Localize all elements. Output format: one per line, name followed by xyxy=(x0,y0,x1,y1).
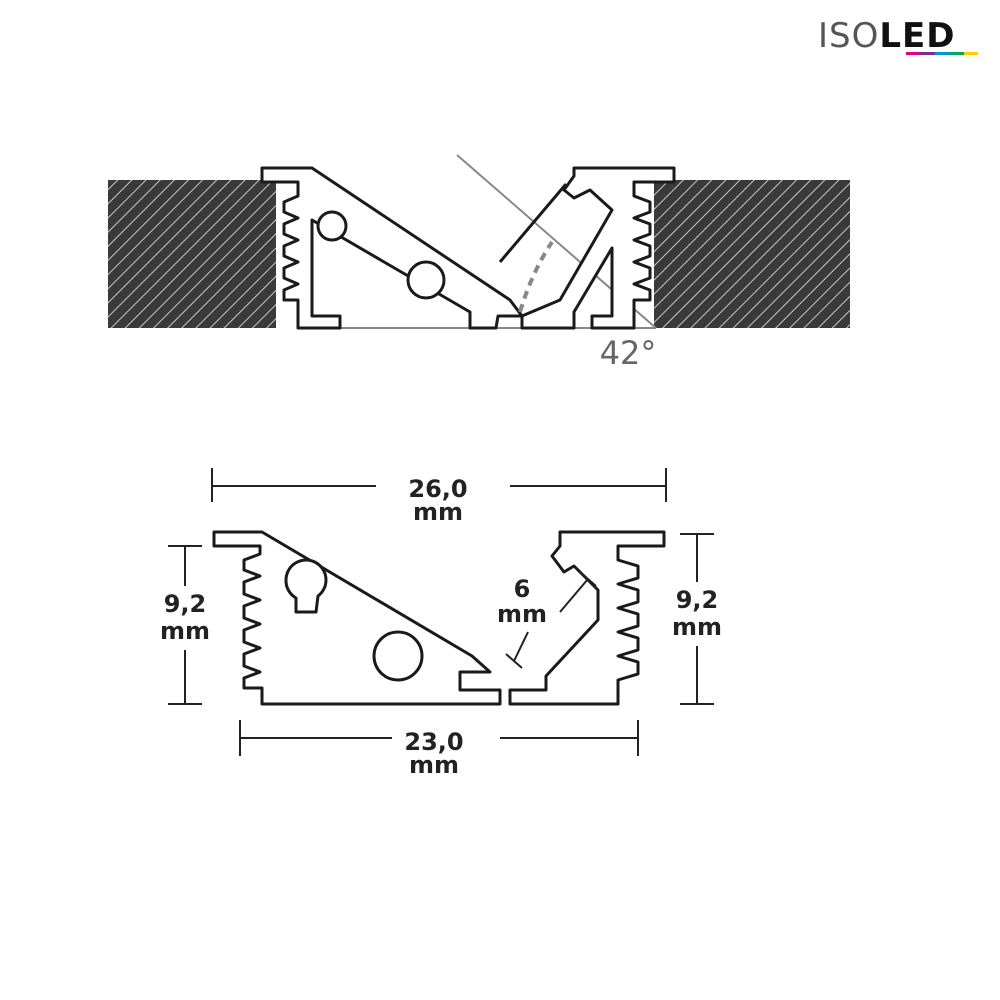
wall-left xyxy=(108,180,276,328)
logo-color-bar xyxy=(906,52,979,55)
dim-led-width-value: 6 xyxy=(514,575,531,603)
profile-installed xyxy=(260,166,676,330)
angle-label: 42° xyxy=(600,334,657,372)
dim-led-width-unit: mm xyxy=(497,600,547,628)
isoled-logo: ISOLED xyxy=(818,18,983,60)
dim-top-width-value: 26,0 xyxy=(408,475,467,503)
dim-top-width xyxy=(211,468,667,502)
dim-bottom-width-unit: mm xyxy=(409,751,459,779)
logo-iso-text: ISO xyxy=(818,16,880,56)
dim-led-width xyxy=(505,571,597,669)
dim-bottom-width-value: 23,0 xyxy=(404,728,463,756)
logo-led-text: LED xyxy=(879,16,956,56)
logo-color-blue xyxy=(934,52,950,55)
dim-top-width-unit: mm xyxy=(413,498,463,526)
logo-color-purple xyxy=(920,52,935,55)
dim-bottom-width xyxy=(239,720,639,756)
dim-right-height-unit: mm xyxy=(672,613,722,641)
dim-left-height-value: 9,2 xyxy=(164,590,207,618)
installation-view: 42° xyxy=(108,154,850,372)
profile-dimensioned xyxy=(212,530,666,706)
dim-right-height xyxy=(680,533,714,705)
wall-right xyxy=(654,180,850,328)
dim-left-height xyxy=(168,545,202,705)
logo-color-yellow xyxy=(963,52,979,55)
dimension-view: 26,0 mm 23,0 mm 9,2 mm 9,2 mm xyxy=(160,468,722,779)
dim-right-height-value: 9,2 xyxy=(676,586,719,614)
logo-color-green xyxy=(949,52,964,55)
led-beam-dashed xyxy=(518,240,554,313)
led-strip-outline xyxy=(498,183,568,263)
dim-left-height-unit: mm xyxy=(160,617,210,645)
logo-color-magenta xyxy=(906,52,921,55)
